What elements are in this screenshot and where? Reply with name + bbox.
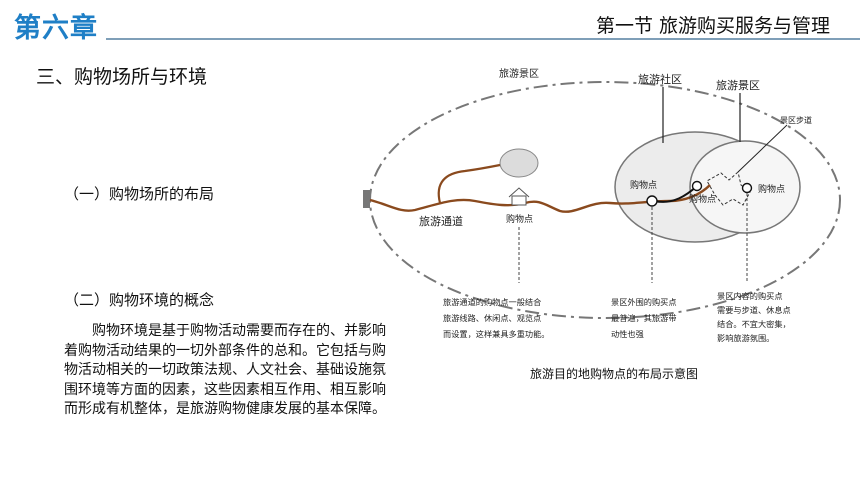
inner-shop-marker-a (691, 180, 703, 192)
svg-text:景区内容的购买点: 景区内容的购买点 (717, 291, 783, 301)
subheading-environment: （二）购物环境的概念 (64, 291, 215, 309)
scenic-trail (706, 171, 751, 206)
environment-paragraph: 购物环境是基于购物活动需要而存在的、并影响着购物活动结果的一切外部条件的总和。它… (64, 323, 386, 417)
svg-text:动性也强: 动性也强 (611, 329, 644, 339)
svg-text:影响旅游氛围。: 影响旅游氛围。 (717, 333, 774, 343)
svg-text:结合。不宜大密集，: 结合。不宜大密集， (717, 319, 791, 329)
header-divider (106, 38, 860, 40)
small-scenic-spot (499, 148, 539, 178)
channel-shop-house-icon (508, 187, 530, 206)
svg-text:景区外围的购买点: 景区外围的购买点 (611, 297, 677, 307)
chapter-title: 第六章 (14, 13, 98, 44)
shopping-layout-diagram: 旅游景区 旅游社区 旅游景区 景区步道 旅游通道 购物点 购物点 购物点 购物点… (363, 67, 841, 343)
community-shop-marker (646, 195, 658, 207)
note-peripheral-shops: 景区外围的购买点 最普遍，其旅游带 动性也强 (611, 297, 677, 339)
leader-line-trail (737, 124, 788, 173)
branch-road (437, 163, 501, 204)
svg-text:而设置，这样兼具多重功能。: 而设置，这样兼具多重功能。 (443, 329, 549, 339)
label-shop-inner-b: 购物点 (758, 183, 785, 195)
label-shop-community: 购物点 (630, 179, 657, 191)
label-community: 旅游社区 (638, 72, 682, 86)
label-scenic: 旅游景区 (716, 78, 760, 92)
svg-text:需要与步道、休息点: 需要与步道、休息点 (717, 305, 791, 315)
label-shop-inner-a: 购物点 (689, 193, 716, 205)
inner-shop-marker-b (741, 182, 753, 194)
label-trail: 景区步道 (780, 115, 812, 125)
entrance-gate (363, 190, 370, 208)
diagram-caption: 旅游目的地购物点的布局示意图 (530, 367, 699, 381)
svg-text:旅游线路、休闲点、观览点: 旅游线路、休闲点、观览点 (443, 313, 541, 323)
label-channel: 旅游通道 (419, 214, 463, 228)
subheading-layout: （一）购物场所的布局 (64, 185, 215, 203)
label-scenic-small: 旅游景区 (499, 67, 539, 80)
note-channel-shops: 旅游通道的购物点一般结合 旅游线路、休闲点、观览点 而设置，这样兼具多重功能。 (443, 297, 549, 339)
note-inner-shops: 景区内容的购买点 需要与步道、休息点 结合。不宜大密集， 影响旅游氛围。 (717, 291, 791, 343)
main-heading: 三、购物场所与环境 (36, 66, 208, 88)
section-title: 第一节 旅游购买服务与管理 (595, 15, 830, 37)
svg-text:最普遍，其旅游带: 最普遍，其旅游带 (611, 313, 677, 323)
svg-text:旅游通道的购物点一般结合: 旅游通道的购物点一般结合 (443, 297, 541, 307)
label-shop-channel: 购物点 (506, 213, 533, 225)
